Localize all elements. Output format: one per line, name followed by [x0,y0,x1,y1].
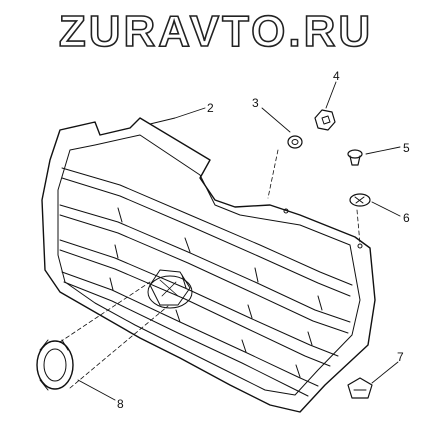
bracket-part-7 [347,377,373,399]
radiator-grille [41,117,376,413]
callout-5: 5 [403,141,410,155]
screw-part-5 [347,149,363,166]
callout-6: 6 [403,211,410,225]
washer-part-6 [349,193,371,207]
nut-part-4 [314,109,336,131]
callout-8: 8 [117,397,124,411]
clip-part-3 [287,135,303,149]
callout-7: 7 [397,350,404,364]
emblem-ring-part [36,339,74,391]
callout-3: 3 [252,96,259,110]
watermark-logo: ZURAVTO.RU [58,6,373,57]
callout-2: 2 [207,101,214,115]
callout-4: 4 [333,69,340,83]
watermark-text: ZURAVTO.RU [59,7,373,56]
